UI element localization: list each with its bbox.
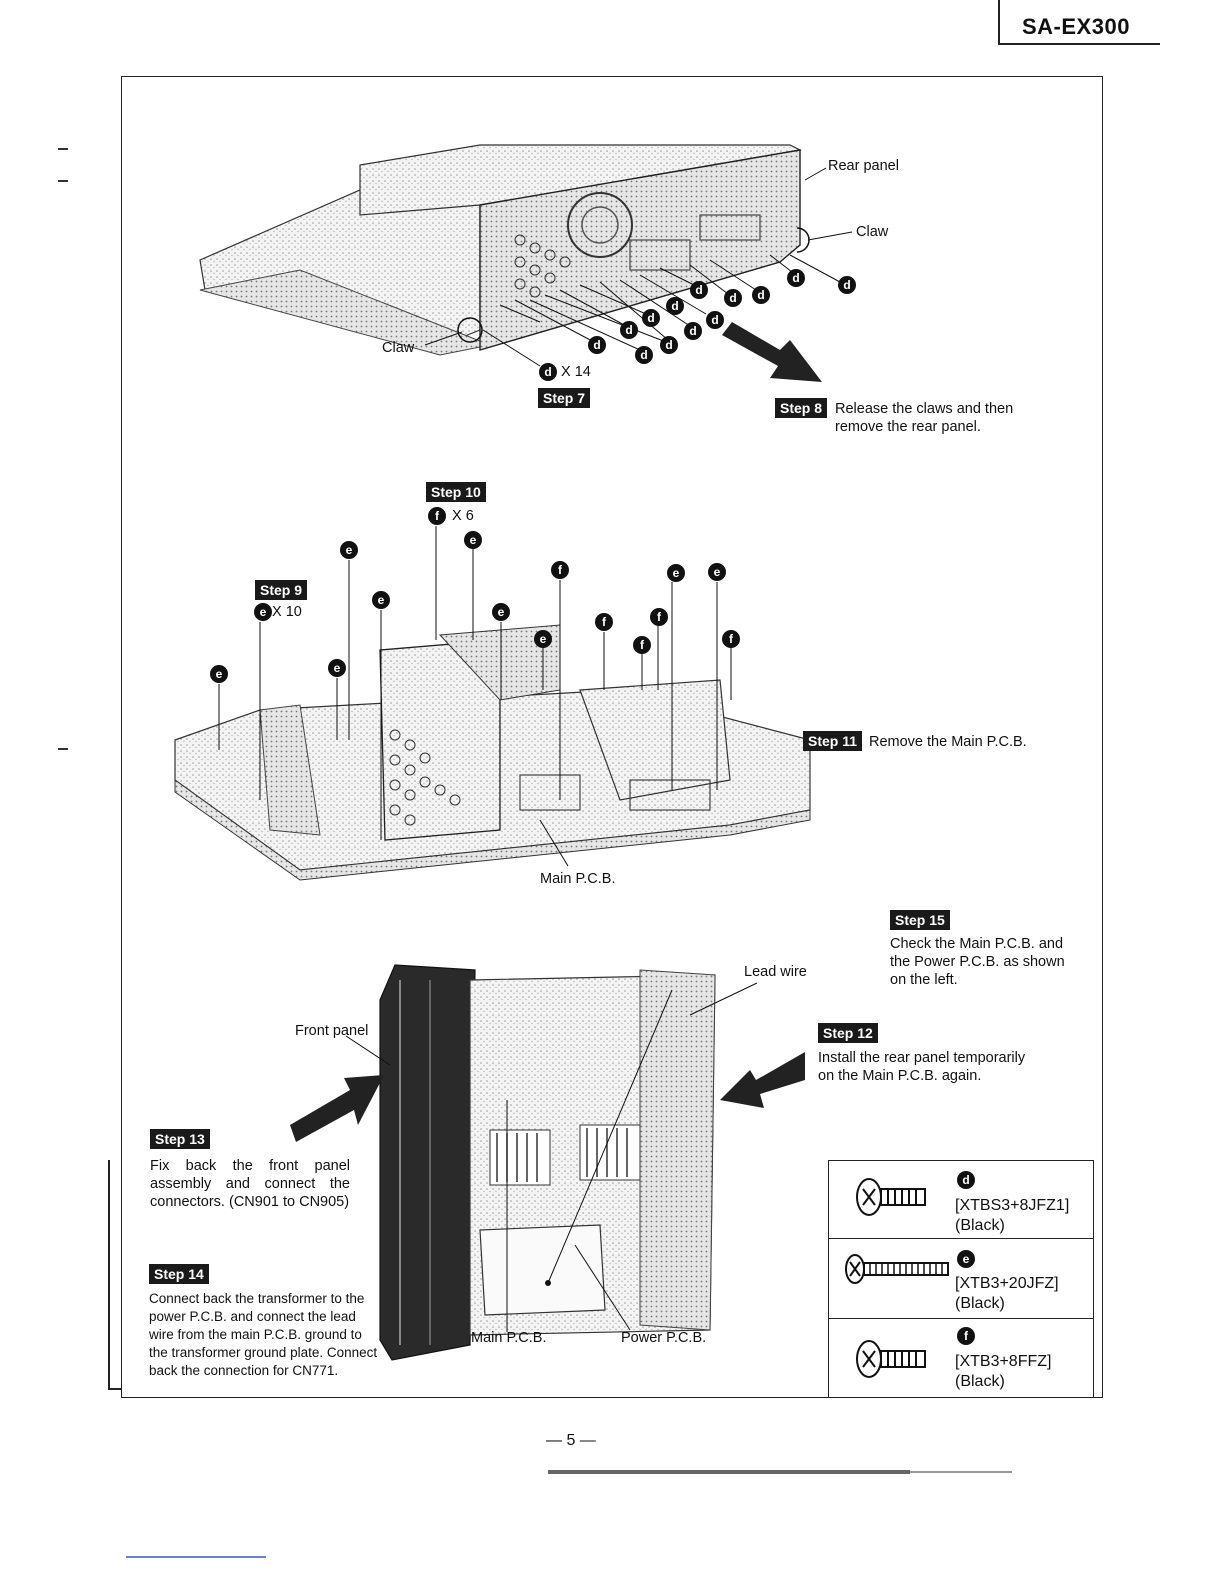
screw-e-badge: e: [492, 603, 510, 621]
screw-f-badge: f: [633, 636, 651, 654]
step15-tag: Step 15: [890, 910, 950, 930]
footer-scan-line: [126, 1556, 266, 1558]
step14-instruction: Connect back the transformer to the powe…: [149, 1291, 378, 1378]
screw-d-badge: d: [539, 363, 557, 381]
claw-label-right: Claw: [856, 224, 889, 240]
header-rule-horizontal: [998, 43, 1160, 45]
screw-d-badge: d: [684, 322, 702, 340]
screw-e-badge: e: [340, 541, 358, 559]
screw-e-badge: e: [534, 630, 552, 648]
screw-f-count: X 6: [452, 508, 474, 524]
part-color: (Black): [955, 1295, 1005, 1312]
screw-f-badge: f: [428, 507, 446, 525]
lead-wire-label: Lead wire: [744, 964, 807, 980]
step15-instruction: Check the Main P.C.B. and the Power P.C.…: [890, 936, 1065, 988]
screw-d-badge: d: [588, 336, 606, 354]
screw-f-badge: f: [722, 630, 740, 648]
step10-tag: Step 10: [426, 482, 486, 502]
parts-row-d: d [XTBS3+8JFZ1] (Black): [829, 1161, 1093, 1239]
screw-d-badge: d: [838, 276, 856, 294]
figure1-chassis-drawing: [199, 144, 853, 382]
screw-e-badge: e: [210, 665, 228, 683]
part-code: [XTB3+8FFZ]: [955, 1353, 1052, 1370]
frame-left-extension: [108, 1160, 110, 1389]
parts-row-f: f [XTB3+8FFZ] (Black): [829, 1319, 1093, 1397]
screw-d-badge: d: [666, 297, 684, 315]
part-letter-badge: e: [957, 1250, 975, 1268]
figure2-chassis-drawing: [174, 526, 811, 881]
screw-f-badge: f: [650, 608, 668, 626]
screw-d-badge: d: [642, 309, 660, 327]
step9-tag: Step 9: [255, 580, 308, 600]
step11-instruction: Remove the Main P.C.B.: [869, 734, 1027, 750]
front-panel-label: Front panel: [295, 1023, 369, 1039]
screw-f-badge: f: [551, 561, 569, 579]
footer-rule: [548, 1470, 910, 1474]
screw-d-count: X 14: [561, 364, 591, 380]
part-color: (Black): [955, 1373, 1005, 1390]
margin-tick: [58, 748, 68, 750]
step13-instruction: Fix back the front panel assembly and co…: [150, 1158, 350, 1210]
part-letter-badge: f: [957, 1327, 975, 1345]
step13-tag: Step 13: [150, 1129, 210, 1149]
screw-d-badge: d: [724, 289, 742, 307]
screw-d-badge: d: [660, 336, 678, 354]
claw-label-left: Claw: [382, 340, 415, 356]
power-pcb-label: Power P.C.B.: [621, 1330, 707, 1346]
screw-d-badge: d: [787, 269, 805, 287]
screw-d-badge: d: [690, 281, 708, 299]
margin-tick: [58, 148, 68, 150]
step8-instruction: Release the claws and then remove the re…: [835, 401, 1014, 435]
part-color: (Black): [955, 1217, 1005, 1234]
margin-tick: [58, 180, 68, 182]
screw-d-badge: d: [752, 286, 770, 304]
part-letter-badge: d: [957, 1171, 975, 1189]
screw-e-badge: e: [372, 591, 390, 609]
screw-e-badge: e: [708, 563, 726, 581]
short-screw-icon: [856, 1178, 926, 1216]
screw-e-badge: e: [254, 603, 272, 621]
step7-tag: Step 7: [538, 388, 591, 408]
parts-row-e: e [XTB3+20JFZ] (Black): [829, 1241, 1093, 1319]
step8-tag: Step 8: [775, 398, 828, 418]
screw-d-badge: d: [620, 321, 638, 339]
main-pcb-label: Main P.C.B.: [540, 871, 616, 887]
footer-rule-thin: [910, 1471, 1012, 1473]
screw-e-badge: e: [667, 564, 685, 582]
rear-panel-label: Rear panel: [828, 158, 899, 174]
step12-tag: Step 12: [818, 1023, 878, 1043]
screw-f-badge: f: [595, 613, 613, 631]
frame-bottom-extension: [108, 1388, 122, 1390]
long-screw-icon: [845, 1254, 949, 1284]
figure3-board-drawing: [290, 964, 805, 1361]
step11-tag: Step 11: [803, 731, 863, 751]
diagram-frame: [121, 76, 1103, 1398]
page-number: — 5 —: [546, 1432, 596, 1449]
screw-e-badge: e: [328, 659, 346, 677]
step14-tag: Step 14: [149, 1264, 209, 1284]
part-code: [XTBS3+8JFZ1]: [955, 1197, 1070, 1214]
screw-e-count: X 10: [272, 604, 302, 620]
screw-d-badge: d: [635, 346, 653, 364]
step12-instruction: Install the rear panel temporarily on th…: [818, 1050, 1026, 1084]
model-number: SA-EX300: [1022, 14, 1130, 39]
part-code: [XTB3+20JFZ]: [955, 1275, 1059, 1292]
main-pcb-label-2: Main P.C.B.: [471, 1330, 547, 1346]
screw-e-badge: e: [464, 531, 482, 549]
screw-d-badge: d: [706, 311, 724, 329]
screw-parts-table: d [XTBS3+8JFZ1] (Black) e [XTB3+20JFZ] (…: [828, 1160, 1094, 1398]
header-rule-vertical: [998, 0, 1000, 44]
short-screw-icon: [856, 1340, 926, 1378]
